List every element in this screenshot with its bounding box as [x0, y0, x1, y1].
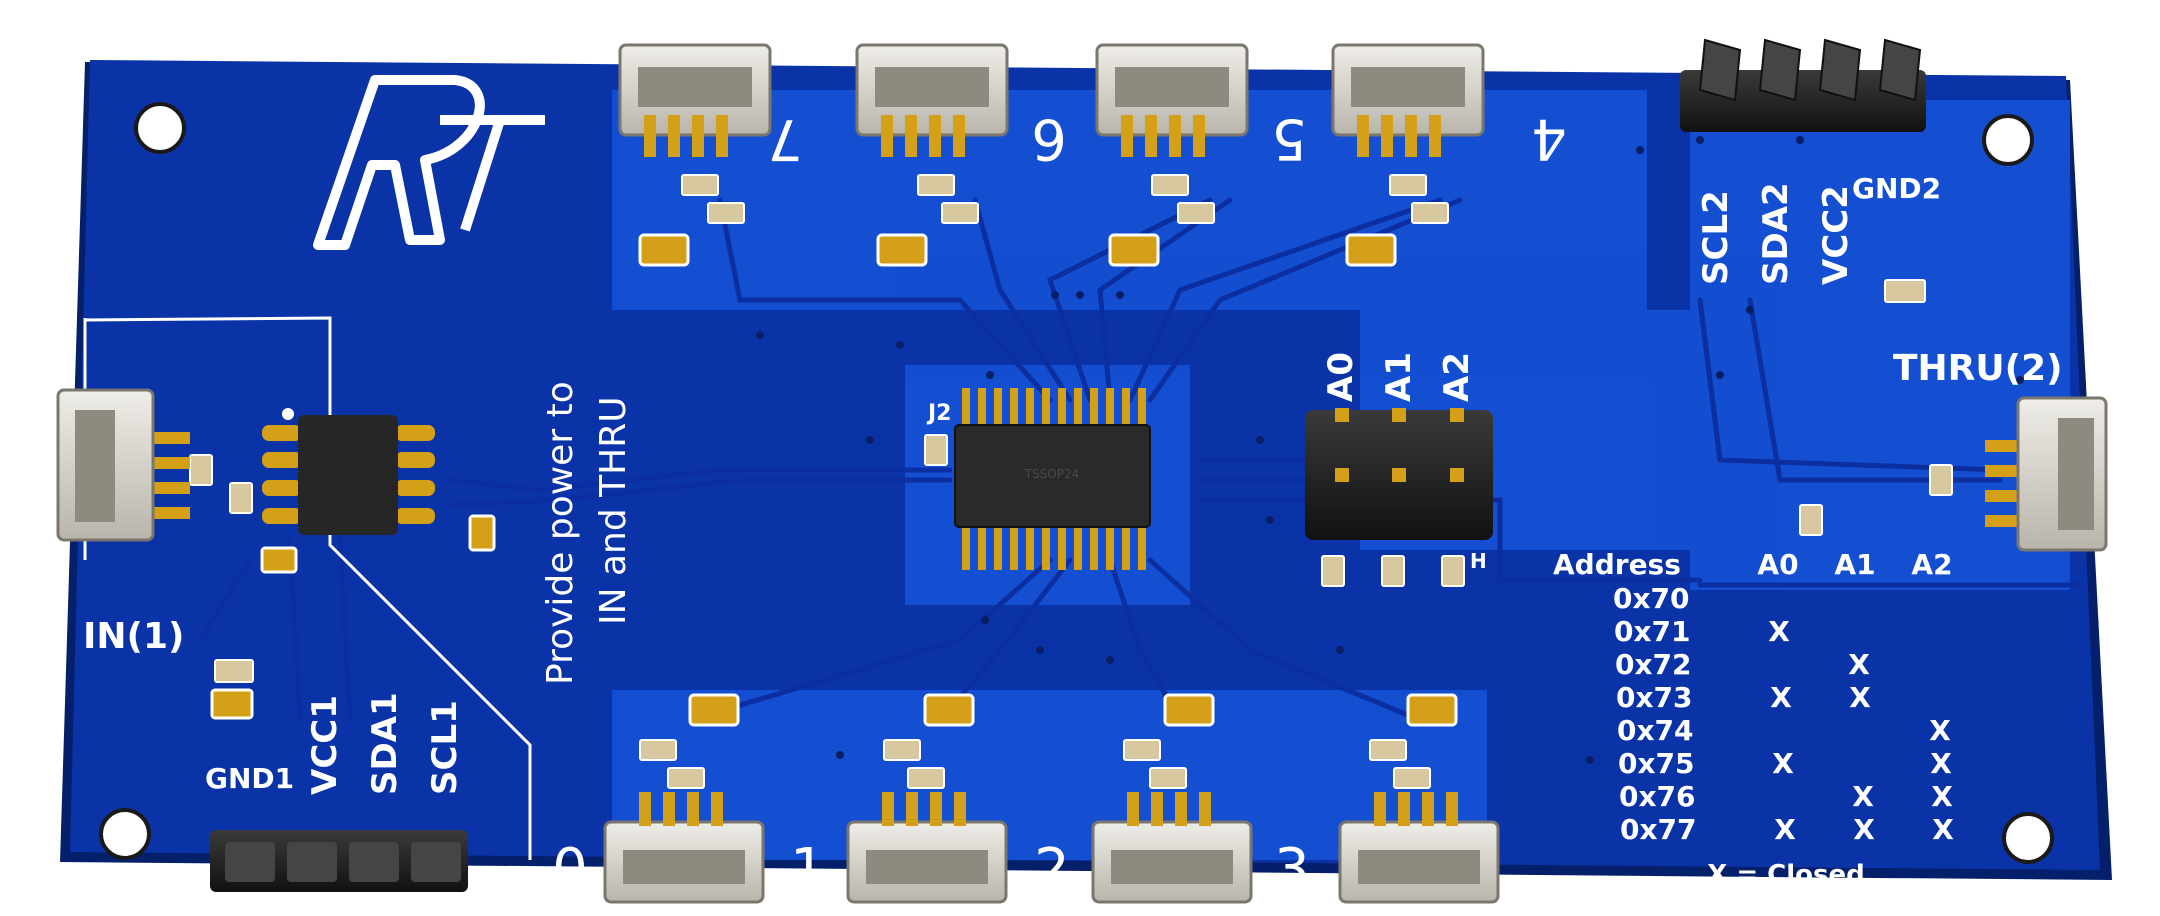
a2-cell: X	[1931, 780, 1953, 813]
jumper-ref-label: H	[1470, 549, 1487, 573]
table-row: 0x72 X	[1615, 648, 1870, 681]
address-table-legend: X = Closed	[1707, 860, 1865, 890]
address-cell: 0x72	[1615, 648, 1692, 681]
connector-port-3	[1338, 792, 1500, 904]
power-note-line-2: IN and THRU	[593, 396, 634, 625]
a0-cell: X	[1770, 681, 1792, 714]
silkscreen-text: 7 6 5 4 0 1 2 3 IN(1) THRU(2) GND1 VCC1 …	[83, 106, 2063, 902]
address-table: Address A0 A1 A2 0x70 0x71 X 0x72 X	[1553, 548, 1954, 890]
port-label-1: 1	[790, 837, 826, 902]
port-label-0: 0	[552, 837, 588, 902]
a2-cell: X	[1932, 813, 1954, 846]
connector-port-6	[855, 43, 1009, 157]
bottom-connectors	[603, 792, 1500, 904]
chip-package-label: TSSOP24	[1024, 467, 1080, 481]
a1-cell: X	[1849, 681, 1871, 714]
in-connector	[56, 388, 190, 542]
in-pin-label-vcc: VCC1	[305, 695, 345, 795]
connector-port-1	[846, 792, 1008, 904]
port-label-5: 5	[1271, 106, 1307, 171]
address-table-header-a2: A2	[1911, 548, 1952, 581]
connector-port-5	[1095, 43, 1249, 157]
thru-pin-header	[1680, 38, 1926, 132]
thru-pin-label-vcc: VCC2	[1816, 185, 1856, 285]
in-label: IN(1)	[83, 616, 184, 657]
address-cell: 0x76	[1619, 780, 1696, 813]
a0-cell: X	[1772, 747, 1794, 780]
in-pin-label-sda: SDA1	[365, 692, 405, 795]
table-row: 0x70	[1613, 582, 1690, 615]
address-cell: 0x75	[1618, 747, 1695, 780]
connector-port-0	[603, 792, 765, 904]
power-note-line-1: Provide power to	[540, 381, 581, 685]
address-table-header-address: Address	[1553, 548, 1681, 581]
mounting-hole-top-left	[134, 102, 186, 154]
table-row: 0x71 X	[1614, 615, 1790, 648]
port-label-4: 4	[1531, 106, 1567, 171]
port-label-2: 2	[1034, 837, 1070, 902]
vias	[756, 136, 2024, 764]
in-buffer-chip	[262, 408, 435, 535]
a1-cell: X	[1848, 648, 1870, 681]
jumper-label-a0: A0	[1321, 352, 1361, 402]
table-row: 0x75 X X	[1618, 747, 1952, 780]
a2-cell: X	[1929, 714, 1951, 747]
jumper-label-a2: A2	[1437, 352, 1477, 402]
a0-cell: X	[1774, 813, 1796, 846]
thru-connector	[1985, 396, 2108, 552]
table-row: 0x76 X X	[1619, 780, 1953, 813]
thru-pin-label-gnd: GND2	[1852, 172, 1941, 205]
top-connectors	[618, 43, 1485, 157]
mounting-holes	[99, 102, 2054, 864]
rt-logo	[313, 75, 545, 250]
address-cell: 0x73	[1616, 681, 1693, 714]
connector-port-4	[1331, 43, 1485, 157]
address-cell: 0x71	[1614, 615, 1691, 648]
thru-pin-label-scl: SCL2	[1696, 190, 1736, 285]
table-row: 0x77 X X X	[1620, 813, 1954, 846]
in-pin-label-gnd: GND1	[205, 762, 294, 795]
port-label-6: 6	[1031, 106, 1067, 171]
connector-port-7	[618, 43, 772, 157]
a2-cell: X	[1930, 747, 1952, 780]
thru-pin-label-sda: SDA2	[1756, 182, 1796, 285]
jumper-label-a1: A1	[1379, 352, 1419, 402]
in-pin-header	[210, 830, 468, 892]
mounting-hole-bottom-left	[99, 808, 151, 860]
a0-cell: X	[1768, 615, 1790, 648]
mounting-hole-top-right	[1982, 114, 2034, 166]
smd-components	[189, 174, 1953, 789]
address-table-header-a1: A1	[1834, 548, 1875, 581]
chip-ref-label: J2	[926, 401, 952, 426]
address-cell: 0x70	[1613, 582, 1690, 615]
port-label-7: 7	[767, 106, 803, 171]
mounting-hole-bottom-right	[2002, 812, 2054, 864]
thru-label: THRU(2)	[1893, 348, 2063, 389]
address-table-header-a0: A0	[1757, 548, 1798, 581]
a1-cell: X	[1852, 780, 1874, 813]
port-label-3: 3	[1274, 837, 1310, 902]
main-chip	[954, 388, 1151, 570]
in-pin-label-scl: SCL1	[425, 700, 465, 795]
connector-port-2	[1091, 792, 1253, 904]
table-row: 0x74 X	[1617, 714, 1951, 747]
table-row: 0x73 X X	[1616, 681, 1871, 714]
address-cell: 0x74	[1617, 714, 1694, 747]
address-jumper-header	[1305, 408, 1493, 540]
a1-cell: X	[1853, 813, 1875, 846]
address-cell: 0x77	[1620, 813, 1697, 846]
